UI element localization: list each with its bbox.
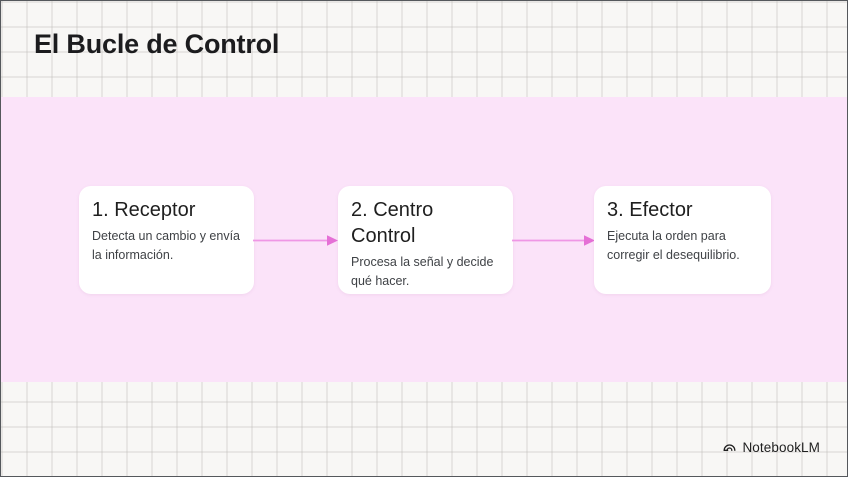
- page-title: El Bucle de Control: [34, 29, 280, 59]
- flow-arrow-icon: [512, 235, 595, 246]
- card-receptor: 1. Receptor Detecta un cambio y envía la…: [79, 186, 254, 294]
- flow-arrow-icon: [253, 235, 338, 246]
- card-heading: 3. Efector: [607, 199, 693, 221]
- card-body-text: Procesa la señal y decide qué hacer.: [351, 255, 494, 288]
- card-centro-control: 2. Centro Control Procesa la señal y dec…: [338, 186, 513, 294]
- notebooklm-arc-icon: [723, 444, 736, 451]
- card-efector: 3. Efector Ejecuta la orden para corregi…: [594, 186, 771, 294]
- notebooklm-brand: NotebookLM: [722, 440, 820, 455]
- card-heading: 1. Receptor: [92, 199, 196, 221]
- card-body-text: Detecta un cambio y envía la información…: [92, 229, 240, 262]
- brand-label: NotebookLM: [742, 440, 820, 455]
- card-heading: 2. Centro Control: [351, 199, 434, 247]
- card-body-text: Ejecuta la orden para corregir el desequ…: [607, 229, 740, 262]
